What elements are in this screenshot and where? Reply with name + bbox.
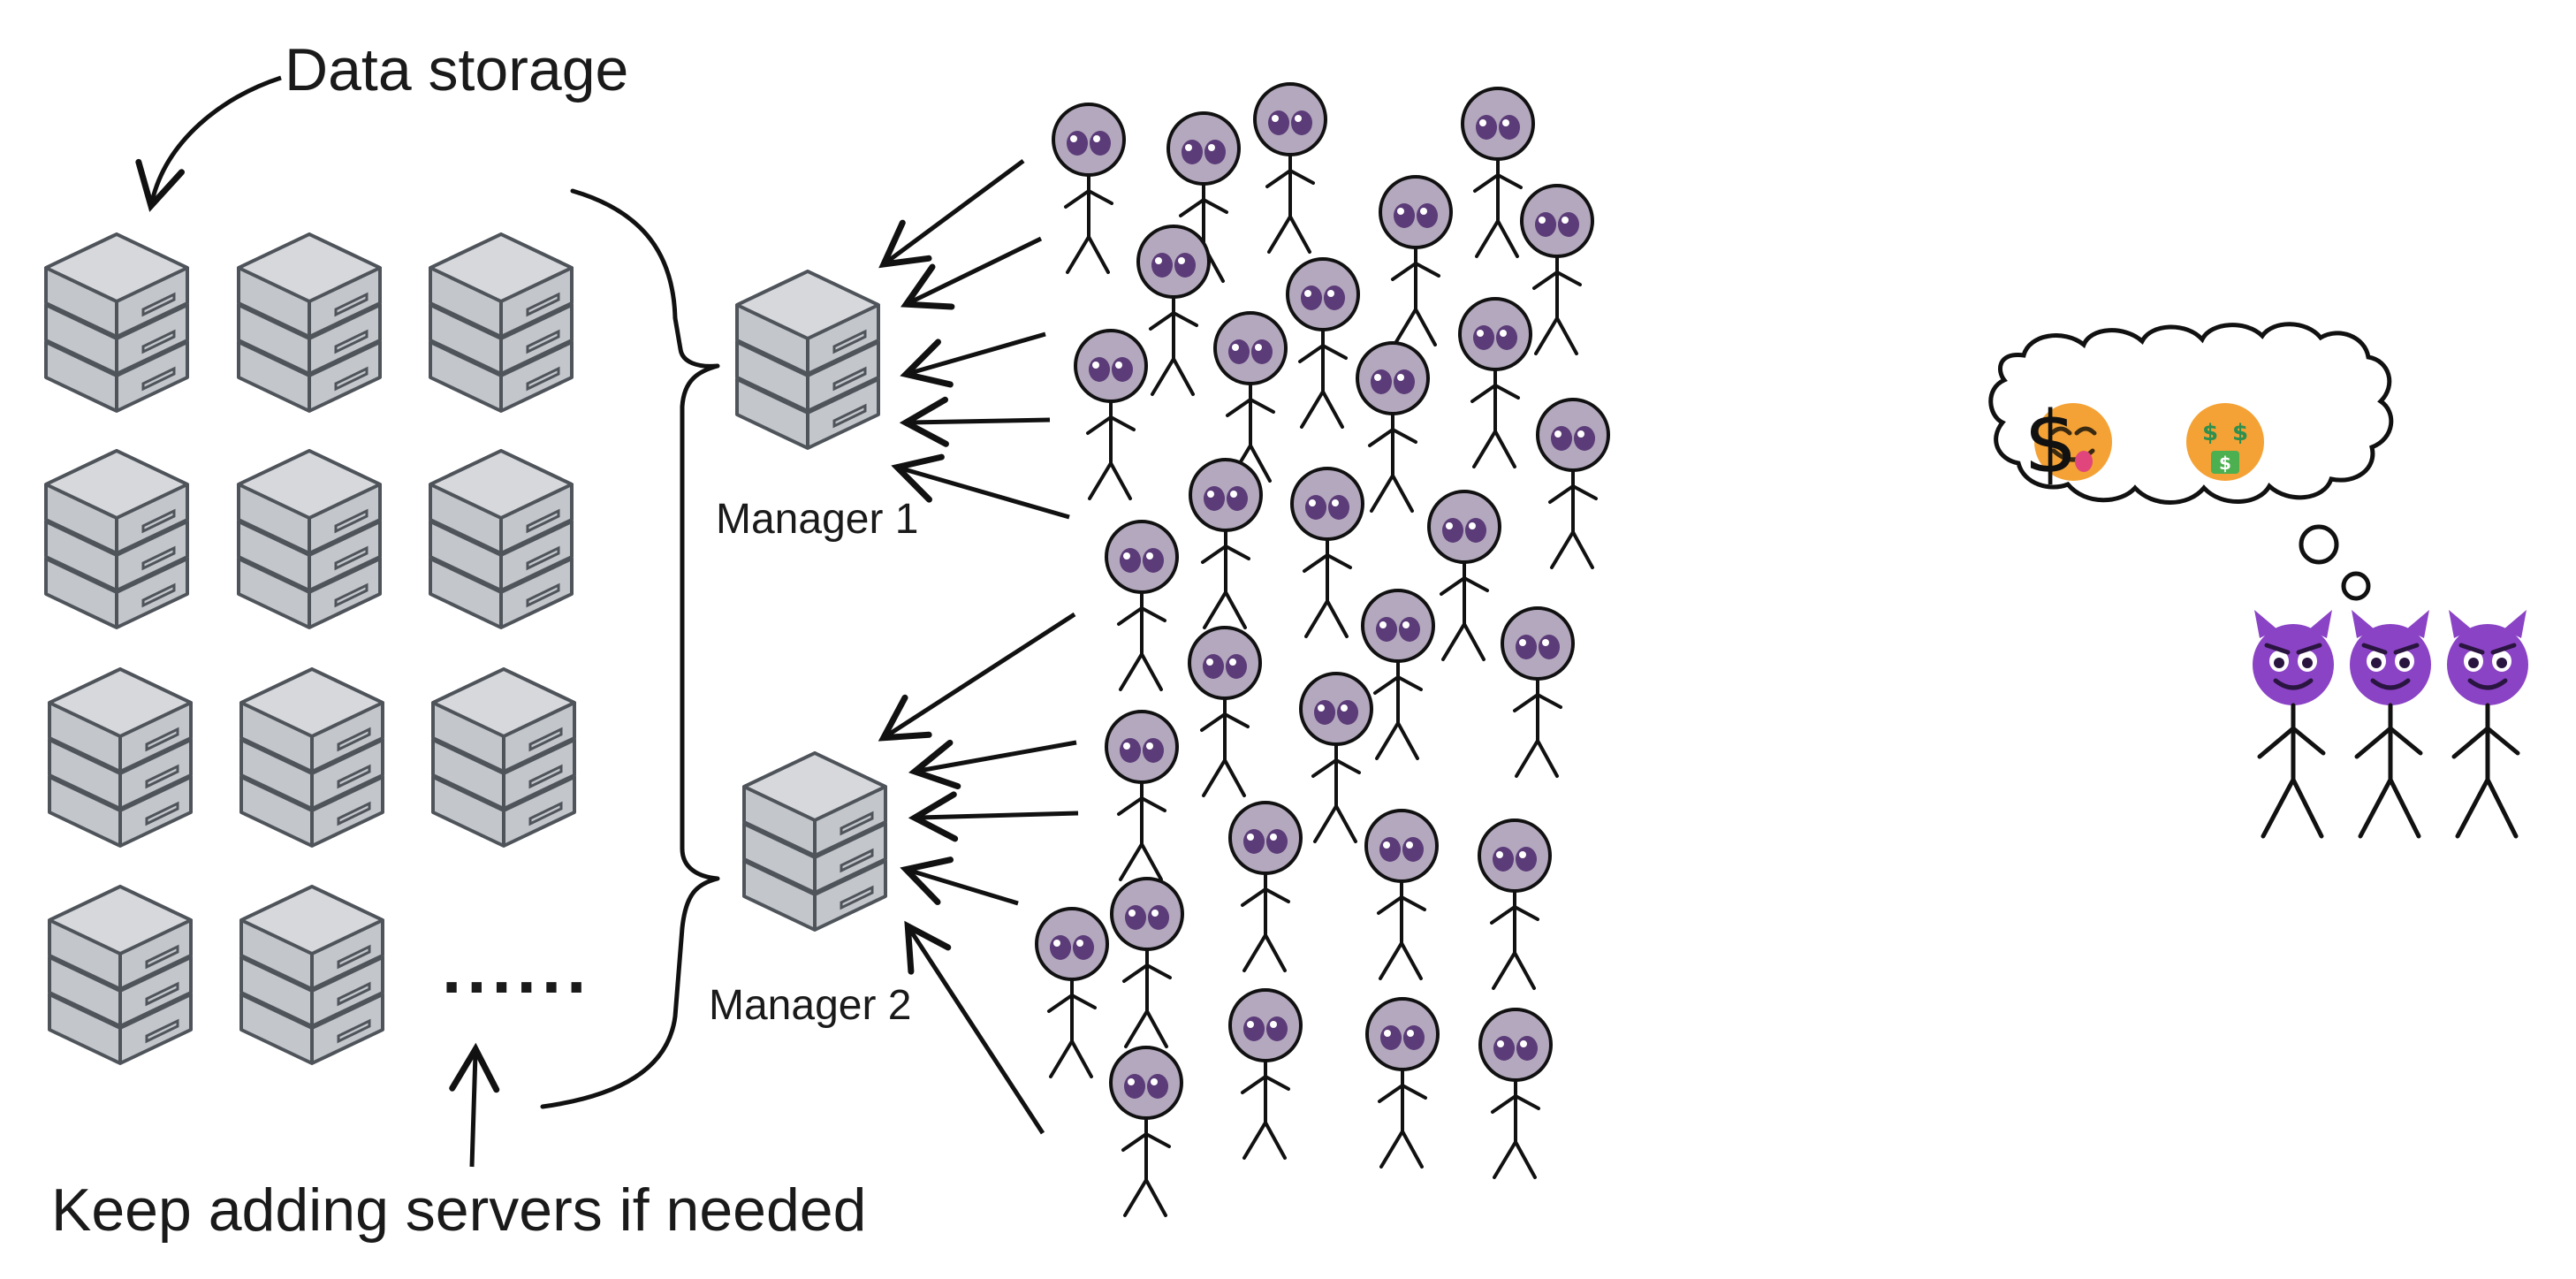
- server-icon: [241, 887, 383, 1063]
- devil-icon: [2447, 610, 2528, 836]
- manager-2-label: Manager 2: [709, 982, 912, 1029]
- manager-2-arrows: [878, 612, 1079, 1135]
- alien-icon: [1286, 257, 1360, 429]
- alien-icon: [1189, 458, 1263, 629]
- add-servers-arrow: [449, 1042, 500, 1168]
- keep-adding-caption: Keep adding servers if needed: [51, 1176, 867, 1244]
- alien-icon: [1228, 988, 1303, 1160]
- alien-icon: [1052, 103, 1126, 274]
- alien-icon: [1105, 710, 1179, 881]
- alien-icon: [1361, 589, 1435, 760]
- data-storage-title: Data storage: [285, 36, 629, 103]
- money-mouth-face-icon: $ $ $: [2186, 403, 2264, 481]
- storage-brace: [540, 188, 720, 1109]
- alien-icon: [1290, 467, 1364, 638]
- alien-icon: [1365, 997, 1440, 1169]
- svg-text:$: $: [2232, 420, 2248, 446]
- alien-icon: [1213, 311, 1288, 483]
- server-icon: [430, 451, 572, 628]
- alien-crowd: [1035, 82, 1610, 1217]
- devil-icon: [2253, 610, 2334, 836]
- svg-text:$: $: [2219, 453, 2231, 474]
- alien-icon: [1188, 626, 1262, 797]
- dollar-sign: $: [2024, 393, 2078, 492]
- svg-text:$: $: [2202, 420, 2218, 446]
- alien-icon: [1501, 606, 1575, 778]
- alien-icon: [1458, 297, 1532, 468]
- server-icon: [241, 669, 383, 846]
- alien-icon: [1356, 341, 1430, 513]
- more-servers-ellipsis: ......: [442, 929, 592, 1008]
- alien-icon: [1110, 877, 1184, 1048]
- alien-icon: [1228, 801, 1303, 972]
- thought-bubble: $ $ $: [1988, 322, 2394, 601]
- alien-icon: [1478, 1008, 1553, 1179]
- manager-1-label: Manager 1: [716, 496, 919, 543]
- server-icon: [46, 234, 187, 411]
- storage-arrow: [135, 75, 282, 212]
- manager-2-server-icon: [744, 753, 885, 930]
- alien-icon: [1427, 490, 1501, 661]
- devil-group: [2253, 610, 2528, 836]
- devil-icon: [2350, 610, 2431, 836]
- server-icon: [430, 234, 572, 411]
- server-icon: [239, 451, 380, 628]
- alien-icon: [1105, 520, 1179, 691]
- alien-icon: [1253, 82, 1327, 254]
- manager-1-server-icon: [737, 271, 878, 448]
- yum-face-icon: [2034, 403, 2112, 481]
- server-icon: [49, 887, 191, 1063]
- alien-icon: [1074, 329, 1148, 500]
- alien-icon: [1364, 809, 1439, 980]
- alien-icon: [1379, 175, 1453, 346]
- alien-icon: [1109, 1046, 1183, 1217]
- server-icon: [239, 234, 380, 411]
- alien-icon: [1520, 184, 1594, 355]
- alien-icon: [1136, 225, 1211, 396]
- manager-1-arrows: [878, 158, 1070, 520]
- alien-icon: [1536, 398, 1610, 569]
- server-icon: [433, 669, 574, 846]
- server-icon: [49, 669, 191, 846]
- alien-icon: [1478, 818, 1552, 990]
- alien-icon: [1299, 672, 1373, 843]
- alien-icon: [1035, 907, 1109, 1078]
- server-icon: [46, 451, 187, 628]
